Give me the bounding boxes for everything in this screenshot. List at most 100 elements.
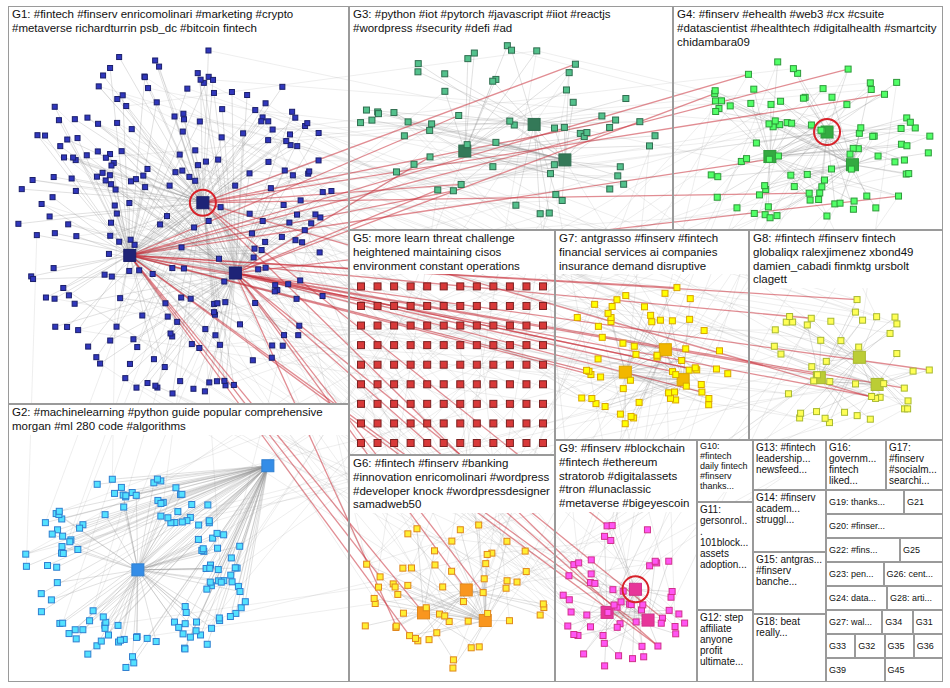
network-line <box>179 554 487 627</box>
vertex-icon <box>213 333 218 338</box>
vertex-icon <box>768 101 774 107</box>
vertex-icon <box>892 159 898 165</box>
vertex-icon <box>607 124 613 130</box>
vertex-icon <box>115 120 120 125</box>
vertex-icon <box>407 322 414 329</box>
vertex-icon <box>94 174 99 179</box>
vertex-icon <box>94 355 99 360</box>
vertex-icon <box>901 385 907 391</box>
vertex-icon <box>440 584 446 590</box>
network-line <box>161 466 268 504</box>
vertex-icon <box>706 396 712 402</box>
vertex-icon <box>600 632 606 638</box>
vertex-icon <box>778 351 784 357</box>
vertex-icon <box>424 381 431 388</box>
vertex-icon <box>206 48 211 53</box>
vertex-icon <box>204 586 210 592</box>
network-line <box>126 466 268 497</box>
vertex-icon <box>197 346 202 351</box>
hub-ring <box>190 190 216 216</box>
vertex-icon <box>193 148 198 153</box>
vertex-icon <box>237 589 243 595</box>
vertex-icon <box>374 283 381 290</box>
vertex-icon <box>103 178 108 183</box>
group-box: G21 <box>904 490 943 514</box>
vertex-icon <box>647 143 653 149</box>
network-line <box>479 132 827 647</box>
vertex-icon <box>514 579 520 585</box>
group-box: G36 <box>914 634 943 658</box>
vertex-icon <box>905 398 911 404</box>
vertex-icon <box>66 222 71 227</box>
vertex-icon <box>572 61 578 67</box>
vertex-icon <box>45 562 51 568</box>
vertex-icon <box>571 632 577 638</box>
vertex-icon <box>51 175 56 180</box>
group-box: G10: #fintech daily fintech #finserv tha… <box>697 440 753 502</box>
vertex-icon <box>783 319 789 325</box>
vertex-icon <box>411 161 417 167</box>
network-line <box>284 130 430 205</box>
vertex-icon <box>318 215 323 220</box>
vertex-icon <box>182 646 188 652</box>
vertex-icon <box>576 560 582 566</box>
vertex-icon <box>706 402 712 408</box>
vertex-icon <box>58 144 63 149</box>
vertex-icon <box>251 255 256 260</box>
vertex-icon <box>506 302 513 309</box>
vertex-icon <box>66 631 72 637</box>
vertex-icon <box>114 324 119 329</box>
vertex-icon <box>374 381 381 388</box>
network-line <box>57 570 138 583</box>
vertex-icon <box>869 394 875 400</box>
network-line <box>852 83 870 165</box>
vertex-icon <box>540 342 547 349</box>
vertex-icon <box>227 614 233 620</box>
network-line <box>261 121 644 306</box>
vertex-icon <box>109 182 114 187</box>
vertex-icon <box>391 322 398 329</box>
vertex-icon <box>602 663 608 669</box>
group-box: G7: antgrasso #finserv #fintech financia… <box>555 230 749 440</box>
network-line <box>58 466 268 530</box>
vertex-icon <box>176 624 182 630</box>
network-line <box>209 354 781 523</box>
vertex-icon <box>179 519 185 525</box>
vertex-icon <box>19 187 24 192</box>
network-line <box>770 157 899 196</box>
vertex-icon <box>320 190 325 195</box>
vertex-icon <box>75 546 81 552</box>
vertex-icon <box>298 198 303 203</box>
vertex-icon <box>867 80 873 86</box>
vertex-icon <box>123 664 129 670</box>
vertex-icon <box>193 178 198 183</box>
vertex-icon <box>60 533 66 539</box>
vertex-icon <box>185 86 190 91</box>
vertex-icon <box>228 572 234 578</box>
vertex-icon <box>158 500 164 506</box>
vertex-icon <box>867 416 873 422</box>
vertex-icon <box>850 145 856 151</box>
vertex-icon <box>534 48 540 54</box>
vertex-icon <box>540 440 547 447</box>
vertex-icon <box>30 178 35 183</box>
vertex-icon <box>200 546 206 552</box>
network-line <box>775 330 859 357</box>
group-box: G12: step affiliate anyone profit ultima… <box>697 610 753 682</box>
vertex-icon <box>552 125 558 131</box>
vertex-icon <box>424 283 431 290</box>
network-line <box>37 135 629 604</box>
vertex-icon <box>218 205 223 210</box>
vertex-icon <box>772 327 778 333</box>
vertex-icon <box>774 213 780 219</box>
vertex-icon <box>133 492 139 498</box>
vertex-icon <box>179 295 184 300</box>
vertex-icon <box>613 117 619 123</box>
vertex-icon <box>263 239 268 244</box>
vertex-icon <box>73 636 79 642</box>
network-line <box>452 571 486 620</box>
group-box: G9: #finserv #blockchain #fintech #ether… <box>555 440 697 682</box>
vertex-icon <box>807 197 813 203</box>
vertex-icon <box>142 75 147 80</box>
